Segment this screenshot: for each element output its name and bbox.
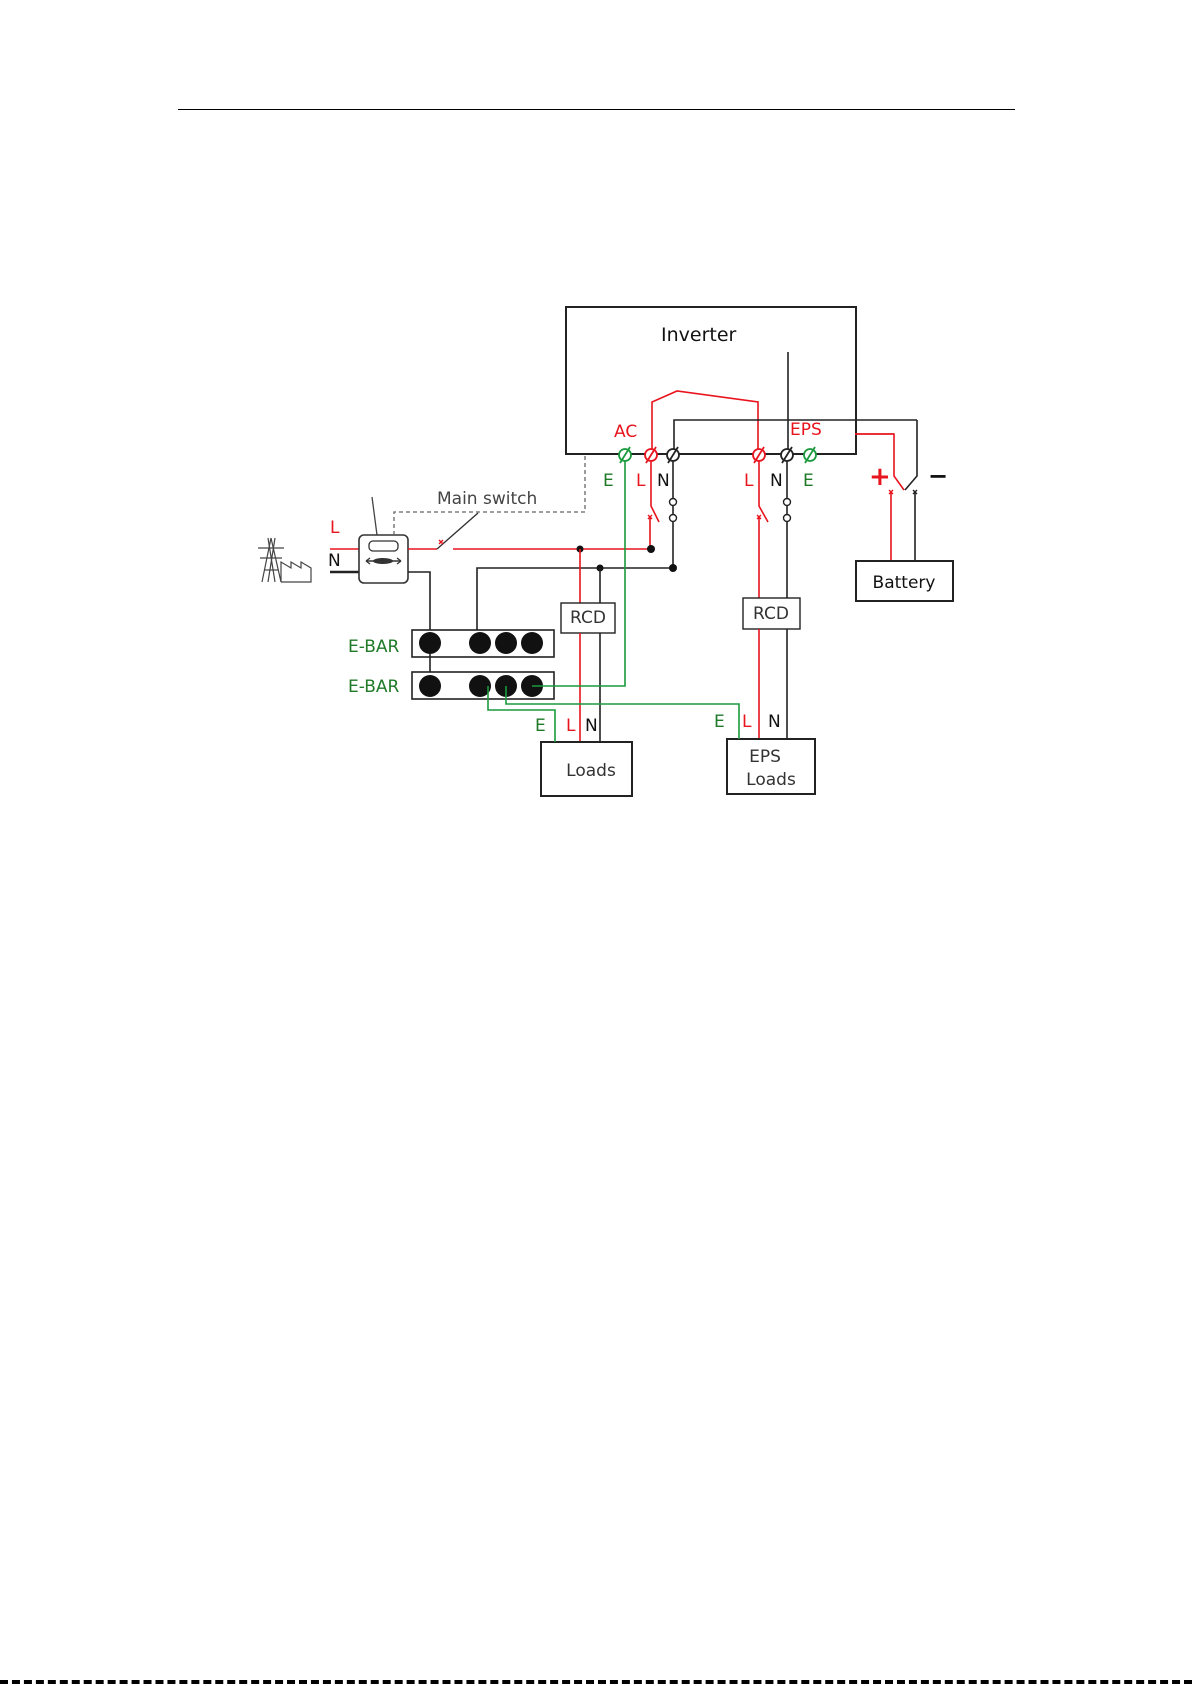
eps-n-pin-label: N <box>770 471 783 491</box>
e-bar-1-terminal-2 <box>469 632 491 654</box>
battery-plus-sign: + <box>869 462 891 492</box>
terminal-ac-l <box>645 447 657 463</box>
eps-earth-stub <box>810 440 855 461</box>
junction-l-inverter <box>647 545 655 553</box>
eps-n-breaker-contact-bottom <box>784 515 791 522</box>
grid-n-label: N <box>328 551 341 571</box>
terminal-ac-n <box>667 447 679 463</box>
ac-e-pin-label: E <box>603 471 614 491</box>
main-switch-contact <box>439 540 443 544</box>
eps-port-label: EPS <box>790 420 822 440</box>
loads-e-label: E <box>535 716 546 736</box>
e-bar-label-2: E-BAR <box>348 677 400 697</box>
ac-n-breaker-contact-bottom <box>670 515 677 522</box>
eps-load-e-label: E <box>714 712 725 732</box>
terminal-eps-e <box>804 447 816 463</box>
junction-n-inverter <box>669 564 677 572</box>
terminal-eps-l <box>753 447 765 463</box>
e-bar-label-1: E-BAR <box>348 637 400 657</box>
battery-minus-switch-top <box>905 420 917 490</box>
terminal-ac-e <box>619 447 631 463</box>
battery-label: Battery <box>873 573 936 593</box>
battery-minus-sign: − <box>928 462 948 490</box>
terminal-eps-n <box>781 447 793 463</box>
inverter-internal-l-switch <box>652 391 758 454</box>
loads-l-label: L <box>566 716 576 736</box>
grid-l-label: L <box>330 518 340 538</box>
eps-n-breaker-contact-top <box>784 499 791 506</box>
power-tower-icon <box>258 538 311 582</box>
eps-rcd-label: RCD <box>753 604 789 624</box>
eps-l-breaker <box>759 461 768 522</box>
eps-l-pin-label: L <box>744 471 754 491</box>
eps-load-l-label: L <box>742 712 752 732</box>
inverter-internal-n-bus <box>674 420 855 454</box>
e-bar-2-terminal-1 <box>419 675 441 697</box>
eps-e-pin-label: E <box>803 471 814 491</box>
loads-label: Loads <box>566 761 616 781</box>
eps-loads-label-line2: Loads <box>746 770 796 790</box>
main-switch-label: Main switch <box>437 489 537 509</box>
ac-port-label: AC <box>614 422 637 442</box>
ac-n-pin-label: N <box>657 471 670 491</box>
e-bar-1-terminal-3 <box>495 632 517 654</box>
eps-load-n-label: N <box>768 712 781 732</box>
e-bar-1-terminal-1 <box>419 632 441 654</box>
ac-n-breaker-contact-top <box>670 499 677 506</box>
footer-rule <box>0 1680 1192 1684</box>
grid-n-to-ebar <box>408 572 430 636</box>
eps-loads-label-line1: EPS <box>749 747 781 767</box>
rcd-label: RCD <box>570 608 606 628</box>
loads-n-label: N <box>585 716 598 736</box>
energy-meter-icon <box>359 497 408 583</box>
ac-l-pin-label: L <box>636 471 646 491</box>
inverter-label: Inverter <box>661 324 737 346</box>
e-bar-1-terminal-4 <box>521 632 543 654</box>
